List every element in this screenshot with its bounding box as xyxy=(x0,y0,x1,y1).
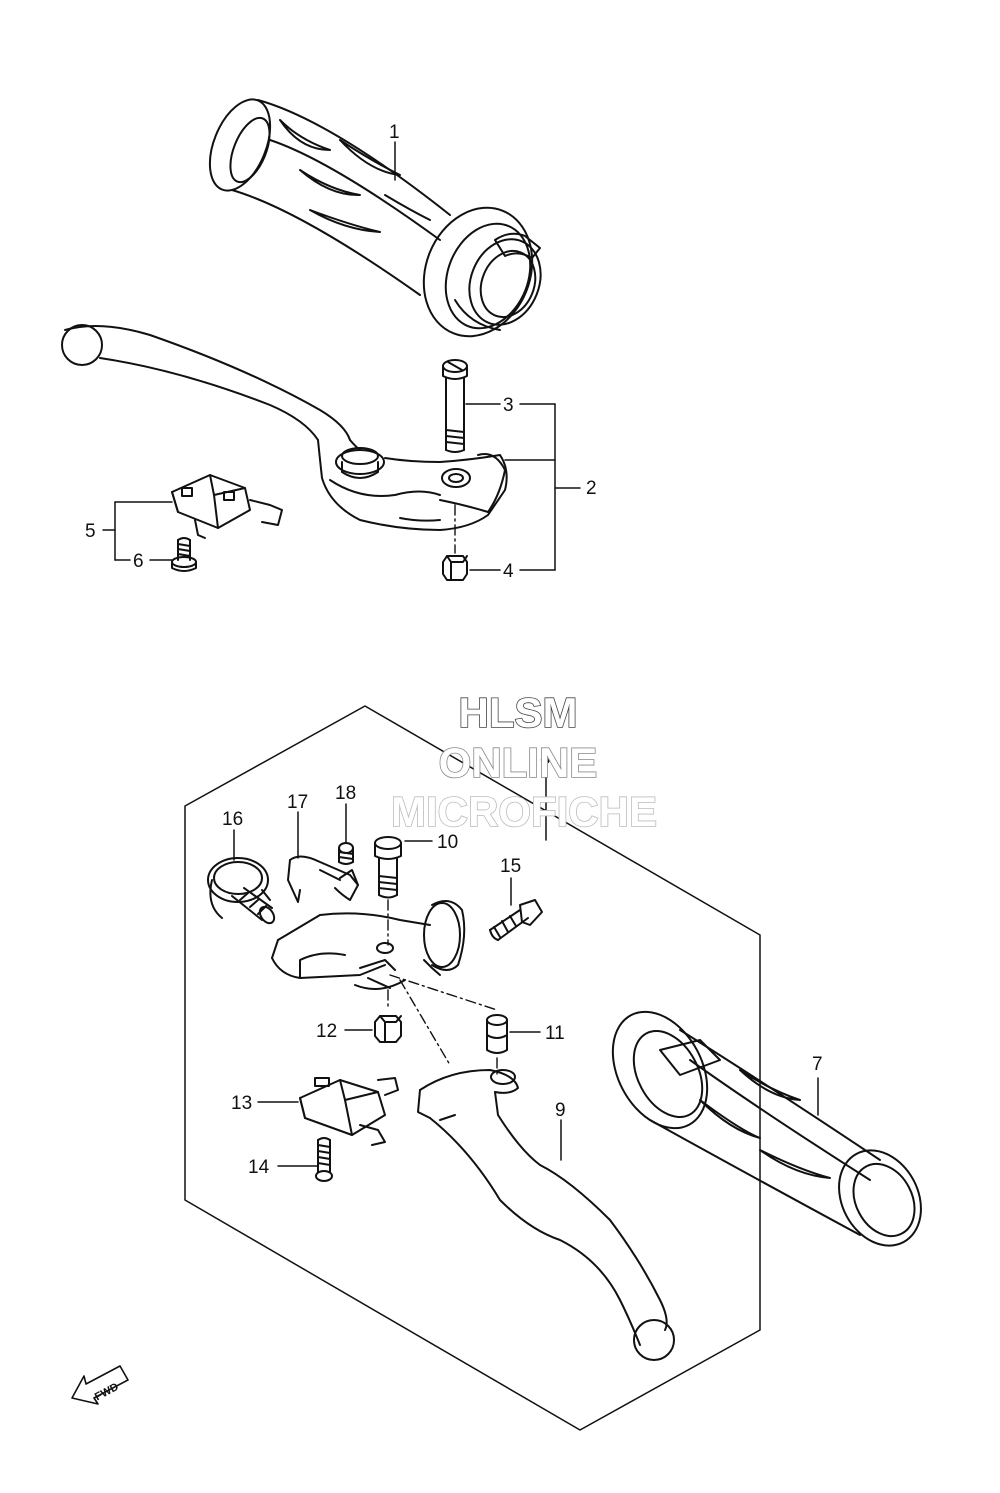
part-14-screw xyxy=(315,1137,333,1182)
callout-9: 9 xyxy=(555,1100,566,1121)
callout-18: 18 xyxy=(335,783,356,804)
watermark-line-1: HLSM xyxy=(459,689,578,736)
callout-14: 14 xyxy=(248,1157,270,1178)
callout-15: 15 xyxy=(500,856,521,877)
part-13-switch xyxy=(299,1077,399,1146)
callout-labels: 1 2 3 4 5 6 7 8 9 10 11 12 13 14 15 16 1… xyxy=(85,122,823,1178)
part-10-pivot-bolt xyxy=(374,836,402,946)
callout-13: 13 xyxy=(231,1093,252,1114)
assembly-frame xyxy=(184,705,761,1431)
watermark-line-2: ONLINE xyxy=(439,739,598,786)
leader-lines-bottom xyxy=(233,769,819,1167)
part-8-lever-holder xyxy=(271,900,466,990)
part-12-nut xyxy=(374,989,402,1043)
callout-1: 1 xyxy=(389,122,400,143)
callout-12: 12 xyxy=(316,1021,337,1042)
callout-17: 17 xyxy=(287,792,308,813)
part-5-switch xyxy=(171,474,283,539)
part-16-adjuster xyxy=(207,857,276,925)
callout-11: 11 xyxy=(545,1023,565,1044)
leader-lines-top xyxy=(102,141,581,571)
callout-6: 6 xyxy=(133,551,144,572)
watermark-line-3: MICROFICHE xyxy=(391,788,657,835)
part-4-nut xyxy=(442,504,468,581)
part-3-pivot-bolt xyxy=(442,359,468,453)
part-2-lever xyxy=(61,324,508,531)
part-11-collar xyxy=(389,974,508,1079)
callout-16: 16 xyxy=(222,809,243,830)
callout-7: 7 xyxy=(812,1054,823,1075)
callout-8: 8 xyxy=(540,748,551,769)
callout-10: 10 xyxy=(437,832,458,853)
part-9-lever xyxy=(417,1069,675,1361)
watermark: HLSM ONLINE MICROFICHE xyxy=(390,688,658,836)
callout-3: 3 xyxy=(503,395,514,416)
part-18-screw xyxy=(338,842,354,865)
part-6-screw xyxy=(171,537,197,572)
part-15-bolt xyxy=(489,899,543,941)
callout-5: 5 xyxy=(85,521,96,542)
part-7-grip xyxy=(611,1010,922,1247)
fwd-arrow-icon xyxy=(71,1365,129,1405)
part-1-throttle-grip xyxy=(208,98,542,338)
callout-4: 4 xyxy=(503,561,514,582)
callout-2: 2 xyxy=(586,478,597,499)
